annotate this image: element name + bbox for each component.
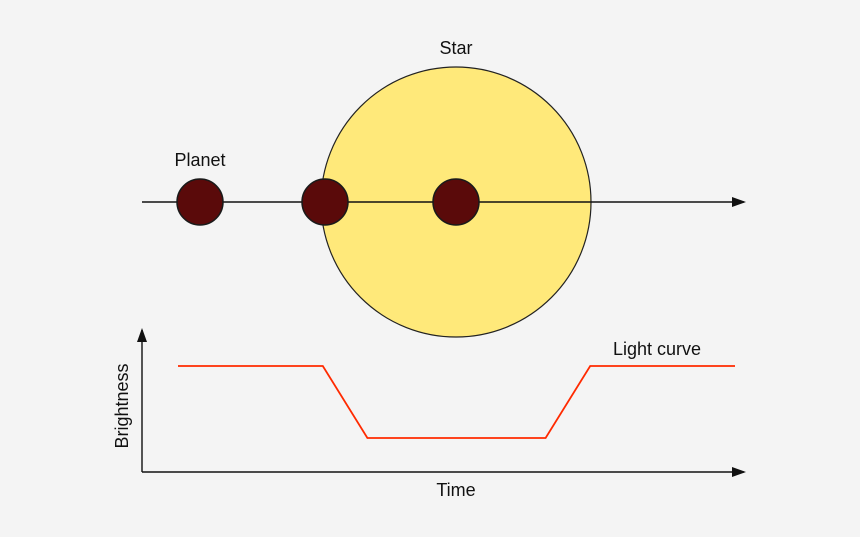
light-curve-label: Light curve [613, 339, 701, 359]
star-label: Star [439, 38, 472, 58]
planet-position-mid-transit [432, 178, 480, 226]
y-axis-label: Brightness [112, 363, 132, 448]
planet-position-ingress [301, 178, 349, 226]
planet-label: Planet [174, 150, 225, 170]
light-curve-line [178, 365, 735, 439]
x-axis-label: Time [436, 480, 475, 500]
planet-position-before-transit [176, 178, 224, 226]
